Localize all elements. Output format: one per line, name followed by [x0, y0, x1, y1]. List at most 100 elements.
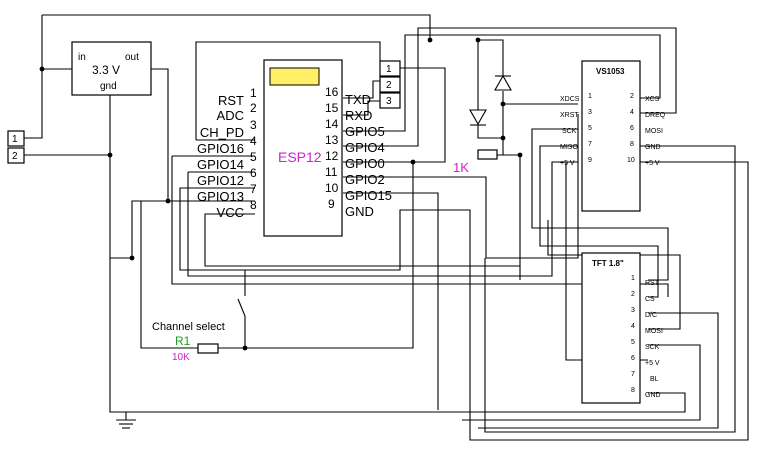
regulator-gnd-label: gnd [100, 81, 117, 92]
vs1053-pin-num: 10 [627, 157, 635, 164]
diode-left [469, 109, 487, 126]
esp12-pin-num: 11 [325, 165, 338, 179]
tft-pin-cs: CS [645, 296, 655, 303]
esp12-pin-gpio12: GPIO12 [197, 173, 244, 188]
esp12-module: ESP12 RST 1 ADC 2 CH_PD 3 GPIO16 4 GPIO1… [197, 59, 392, 237]
esp12-pin-txd: TXD [345, 92, 371, 107]
vs1053-pin-5v-right: +5 V [645, 160, 660, 167]
esp12-pin-num: 12 [325, 149, 339, 163]
vs1053-pin-num: 3 [588, 109, 592, 116]
tft-pin-num: 7 [631, 371, 635, 378]
esp12-pin-adc: ADC [217, 108, 244, 123]
vs1053-pin-num: 6 [630, 125, 634, 132]
resistor-1k: 1K [453, 149, 498, 175]
esp12-left-pins: RST 1 ADC 2 CH_PD 3 GPIO16 4 GPIO14 5 GP… [197, 86, 257, 220]
vs1053-pin-5v: +5 V [560, 160, 575, 167]
junction-dot [242, 345, 248, 351]
tft-pin-rst: RST [645, 280, 660, 287]
r1-name: R1 [175, 334, 191, 348]
esp12-pin-vcc: VCC [217, 205, 244, 220]
regulator-out-label: out [125, 52, 139, 63]
vs1053-pin-sck: SCK [562, 128, 577, 135]
tft-pin-num: 3 [631, 307, 635, 314]
tft-pin-gnd: GND [645, 392, 661, 399]
junction-dot [39, 66, 45, 72]
vs1053-pin-xdcs: XDCS [560, 96, 580, 103]
esp12-pin-num: 4 [250, 134, 257, 148]
esp12-pin-rst: RST [218, 93, 244, 108]
tft-pin-num: 5 [631, 339, 635, 346]
regulator-in-label: in [78, 52, 86, 63]
esp12-pin-num: 6 [250, 166, 257, 180]
wires [24, 14, 749, 441]
vs1053-pin-xcs: XCS [645, 96, 660, 103]
serial-pin-3: 3 [386, 96, 392, 107]
regulator-voltage: 3.3 V [92, 63, 120, 77]
junctions [39, 37, 523, 351]
resistor-1k-label: 1K [453, 160, 469, 175]
regulator: in out 3.3 V gnd [71, 41, 152, 96]
vs1053-pin-dreq: DREQ [645, 112, 666, 119]
esp12-pin-num: 10 [325, 181, 339, 195]
esp12-name: ESP12 [278, 149, 322, 165]
esp12-pin-gnd: GND [345, 204, 374, 219]
esp12-pin-num: 15 [325, 101, 339, 115]
tft-name: TFT 1.8" [592, 259, 624, 268]
power-pin-2: 2 [12, 151, 18, 162]
vs1053-pin-gnd: GND [645, 144, 661, 151]
esp12-pin-rxd: RXD [345, 108, 372, 123]
junction-dot [410, 159, 416, 165]
esp12-pin-num: 16 [325, 85, 339, 99]
tft-pin-num: 1 [631, 275, 635, 282]
esp12-pin-num: 5 [250, 150, 257, 164]
esp12-pin-num: 3 [250, 118, 257, 132]
junction-dot [475, 37, 481, 43]
esp12-pin-gpio13: GPIO13 [197, 189, 244, 204]
esp12-pin-num: 8 [250, 198, 257, 212]
esp12-pin-num: 9 [328, 197, 335, 211]
esp12-pin-gpio4: GPIO4 [345, 140, 385, 155]
power-connector: 1 2 [7, 130, 25, 164]
junction-dot [107, 152, 113, 158]
channel-select-switch: Channel select [152, 298, 246, 333]
vs1053-pin-num: 1 [588, 93, 592, 100]
diode-right [494, 74, 512, 91]
vs1053-pin-num: 9 [588, 157, 592, 164]
esp12-pin-gpio16: GPIO16 [197, 141, 244, 156]
esp12-pin-gpio5: GPIO5 [345, 124, 385, 139]
tft-pin-bl: BL [650, 376, 659, 383]
junction-dot [129, 255, 135, 261]
vs1053-module: VS1053 XDCS 1 XRST 3 SCK 5 MISO 7 +5 V 9… [560, 60, 666, 212]
tft-pin-5v: +5 V [645, 360, 660, 367]
vs1053-pin-num: 7 [588, 141, 592, 148]
vs1053-pin-mosi: MOSI [645, 128, 663, 135]
junction-dot [427, 37, 433, 43]
vs1053-pin-num: 4 [630, 109, 634, 116]
vs1053-pin-miso: MISO [560, 144, 578, 151]
vs1053-pin-num: 2 [630, 93, 634, 100]
tft-module: TFT 1.8" RST 1 CS 2 D/C 3 MOSI 4 SCK 5 +… [581, 252, 663, 404]
junction-dot [500, 101, 506, 107]
esp12-pin-gpio0: GPIO0 [345, 156, 385, 171]
tft-pin-sck: SCK [645, 344, 660, 351]
serial-pin-2: 2 [386, 80, 392, 91]
vs1053-pin-xrst: XRST [560, 112, 579, 119]
esp12-pin-num: 13 [325, 133, 339, 147]
tft-pin-num: 2 [631, 291, 635, 298]
esp12-pin-ch-pd: CH_PD [200, 125, 244, 140]
tft-pin-num: 4 [631, 323, 635, 330]
esp12-pin-gpio2: GPIO2 [345, 172, 385, 187]
esp12-pin-num: 14 [325, 117, 339, 131]
vs1053-name: VS1053 [596, 67, 625, 76]
junction-dot [500, 135, 506, 141]
esp12-pin-gpio14: GPIO14 [197, 157, 244, 172]
vs1053-pin-num: 5 [588, 125, 592, 132]
tft-pin-num: 8 [631, 387, 635, 394]
power-pin-1: 1 [12, 134, 18, 145]
serial-connector: 1 2 3 [379, 60, 401, 109]
tft-pin-dc: D/C [645, 312, 657, 319]
tft-pin-num: 6 [631, 355, 635, 362]
serial-pin-1: 1 [386, 64, 392, 75]
esp12-pin-num: 2 [250, 101, 257, 115]
